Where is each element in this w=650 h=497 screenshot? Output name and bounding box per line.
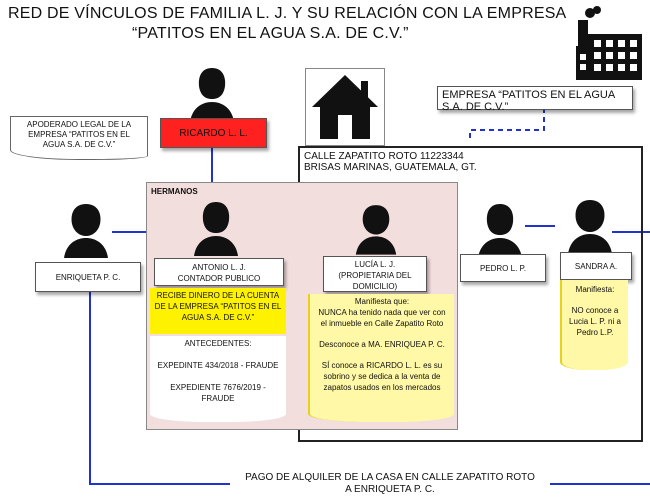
person-icon (64, 204, 108, 258)
house-icon (305, 68, 385, 146)
enriqueta-name: ENRIQUETA P. C. (55, 272, 121, 282)
sandra-p1: NO conoce a Lucia L. P. ni a Pedro L.P. (569, 306, 621, 337)
factory-icon (572, 6, 644, 80)
person-icon (355, 205, 397, 255)
lucia-statement: Manifiesta que: NUNCA ha tenido nada que… (308, 294, 454, 422)
sandra-statement: Manifiesta: NO conoce a Lucia L. P. ni a… (560, 280, 628, 370)
lucia-role: (PROPIETARIA DEL DOMICILIO) (338, 271, 412, 291)
antonio-highlight: RECIBE DINERO DE LA CUENTA DE LA EMPRESA… (150, 288, 286, 334)
lucia-manifiesta: Manifiesta que: (354, 297, 410, 306)
empresa-label: EMPRESA “PATITOS EN EL AGUA S.A. DE C.V.… (437, 86, 633, 113)
pedro-name: PEDRO L. P. (479, 263, 527, 273)
expediente-1: EXPEDINTE 434/2018 - FRAUDE (157, 361, 279, 370)
address-line-2: BRISAS MARINAS, GUATEMALA, GT. (304, 162, 477, 173)
expediente-2: EXPEDIENTE 7676/2019 - FRAUDE (170, 383, 266, 403)
ricardo-name: RICARDO L. L. (179, 127, 248, 139)
payment-line-2: A ENRIQUETA P. C. (345, 484, 435, 495)
title-line-2: “PATITOS EN EL AGUA S.A. DE C.V.” (132, 25, 409, 42)
person-icon (190, 68, 234, 122)
address-line-1: CALLE ZAPATITO ROTO 11223344 (304, 151, 464, 162)
ricardo-name-box: RICARDO L. L. (160, 118, 267, 148)
lucia-name: LUCÍA L. J. (354, 260, 396, 269)
title-line-1: RED DE VÍNCULOS DE FAMILIA L. J. Y SU RE… (8, 5, 567, 22)
person-icon (194, 202, 238, 256)
person-icon (568, 200, 612, 254)
lucia-box: LUCÍA L. J. (PROPIETARIA DEL DOMICILIO) (323, 256, 427, 292)
hermanos-label: HERMANOS (151, 187, 198, 196)
antecedentes-title: ANTECEDENTES: (184, 339, 252, 348)
lucia-p3: SÍ conoce a RICARDO L. L. es su sobrino … (321, 361, 443, 392)
sandra-manifiesta: Manifiesta: (575, 285, 615, 294)
sandra-box: SANDRA A. (560, 252, 632, 280)
person-icon (478, 204, 522, 258)
enriqueta-box: ENRIQUETA P. C. (35, 262, 141, 292)
lucia-p1: NUNCA ha tenido nada que ver con el inmu… (318, 308, 446, 328)
sandra-name: SANDRA A. (574, 261, 618, 271)
payment-note: PAGO DE ALQUILER DE LA CASA EN CALLE ZAP… (230, 472, 550, 496)
antonio-role: CONTADOR PUBLICO (177, 274, 261, 283)
antonio-antecedentes: ANTECEDENTES: EXPEDINTE 434/2018 - FRAUD… (150, 336, 286, 422)
payment-line-1: PAGO DE ALQUILER DE LA CASA EN CALLE ZAP… (245, 472, 535, 483)
antonio-box: ANTONIO L. J. CONTADOR PUBLICO (154, 258, 284, 286)
apoderado-note: APODERADO LEGAL DE LA EMPRESA “PATITOS E… (10, 116, 148, 160)
pedro-box: PEDRO L. P. (460, 254, 546, 282)
lucia-p2: Desconoce a MA. ENRIQUEA P. C. (319, 340, 445, 349)
page-title: RED DE VÍNCULOS DE FAMILIA L. J. Y SU RE… (8, 4, 568, 44)
antonio-name: ANTONIO L. J. (192, 263, 246, 272)
